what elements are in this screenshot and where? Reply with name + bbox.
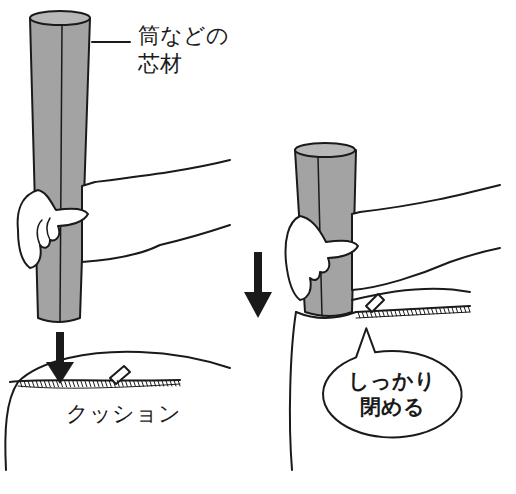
- zipper-tooth: [460, 306, 462, 312]
- zipper-tooth: [121, 380, 123, 386]
- zipper-tooth: [146, 380, 148, 386]
- zipper-tooth: [154, 380, 156, 386]
- bubble-text: しっかり 閉める: [344, 368, 441, 421]
- zipper-tooth: [358, 312, 360, 318]
- arm: [352, 185, 500, 290]
- zipper-tooth: [382, 311, 384, 317]
- speech-bubble: しっかり 閉める: [322, 350, 463, 439]
- zipper-tooth: [456, 307, 458, 313]
- zipper-tooth: [370, 311, 372, 317]
- zipper-tooth: [69, 381, 71, 387]
- cushion-opening: [296, 306, 470, 318]
- zipper-tooth: [170, 380, 172, 386]
- zipper-tooth: [427, 308, 429, 314]
- zipper-tooth: [32, 381, 34, 387]
- zipper-tooth: [407, 309, 409, 315]
- arm: [82, 160, 230, 262]
- zipper-tooth: [109, 380, 111, 386]
- finger-line: [37, 218, 50, 245]
- zipper-tooth: [125, 380, 127, 386]
- zipper-tooth: [150, 380, 152, 386]
- zipper-tooth: [142, 380, 144, 386]
- zipper-tooth: [36, 381, 38, 387]
- bubble-shape: [323, 328, 462, 437]
- arrow-shaft: [254, 252, 262, 296]
- zipper-tooth: [162, 380, 164, 386]
- zipper-tooth: [89, 381, 91, 387]
- zipper-tooth: [61, 381, 63, 387]
- leader-line: [92, 41, 130, 43]
- part-label: 筒などの 芯材: [138, 22, 248, 77]
- zipper-tooth: [77, 381, 79, 387]
- hand: [286, 216, 358, 300]
- zipper-tooth: [113, 380, 115, 386]
- zipper-tooth: [448, 307, 450, 313]
- zipper-tooth: [387, 310, 389, 316]
- zipper-tooth: [129, 380, 131, 386]
- zipper-tooth: [24, 381, 26, 387]
- cushion-outline: [5, 352, 230, 470]
- core-tube: [30, 18, 90, 322]
- zipper-tooth: [399, 310, 401, 316]
- zipper-tooth: [52, 381, 54, 387]
- zipper-tooth: [378, 311, 380, 317]
- zipper-tooth: [48, 381, 50, 387]
- zipper-tooth: [464, 306, 466, 312]
- zipper-tooth: [101, 380, 103, 386]
- zipper-tooth: [117, 380, 119, 386]
- zipper-tooth: [73, 381, 75, 387]
- zipper-tooth: [419, 309, 421, 315]
- zipper-tooth: [431, 308, 433, 314]
- zipper-tooth: [415, 309, 417, 315]
- zipper-tooth: [81, 381, 83, 387]
- zipper-tooth: [133, 380, 135, 386]
- hand: [18, 190, 88, 268]
- zipper-tooth: [439, 308, 441, 314]
- zipper-tooth: [362, 312, 364, 318]
- zipper-tooth: [444, 307, 446, 313]
- zipper-tooth: [65, 381, 67, 387]
- zipper-tooth: [93, 381, 95, 387]
- zipper-tooth: [44, 381, 46, 387]
- zipper-tooth: [395, 310, 397, 316]
- tube-top: [295, 143, 355, 157]
- zipper-tooth: [56, 381, 58, 387]
- zipper-tooth: [137, 380, 139, 386]
- arrow-head: [244, 292, 272, 318]
- zipper-tooth: [403, 310, 405, 316]
- zipper-tooth: [97, 381, 99, 387]
- zipper-tooth: [166, 380, 168, 386]
- zipper-tooth: [28, 381, 30, 387]
- bubble-outline: [322, 350, 463, 439]
- tube-top: [30, 11, 90, 25]
- part-label: クッション: [66, 400, 198, 428]
- zipper-tooth: [105, 380, 107, 386]
- cushion-outline: [290, 289, 470, 470]
- zipper-tooth: [423, 308, 425, 314]
- zipper-tooth: [158, 380, 160, 386]
- zipper-tooth: [435, 308, 437, 314]
- zipper-tooth: [40, 381, 42, 387]
- zipper-tooth: [374, 311, 376, 317]
- zipper-tooth: [452, 307, 454, 313]
- zipper-tooth: [174, 380, 176, 386]
- tube-seam: [60, 25, 62, 322]
- zipper-tooth: [366, 312, 368, 318]
- zipper-tooth: [468, 306, 470, 312]
- zipper-tooth: [178, 380, 180, 386]
- zipper-tooth: [391, 310, 393, 316]
- zipper-slider: [366, 294, 384, 312]
- zipper-tooth: [411, 309, 413, 315]
- zipper-tooth: [20, 381, 22, 387]
- zipper-tooth: [85, 381, 87, 387]
